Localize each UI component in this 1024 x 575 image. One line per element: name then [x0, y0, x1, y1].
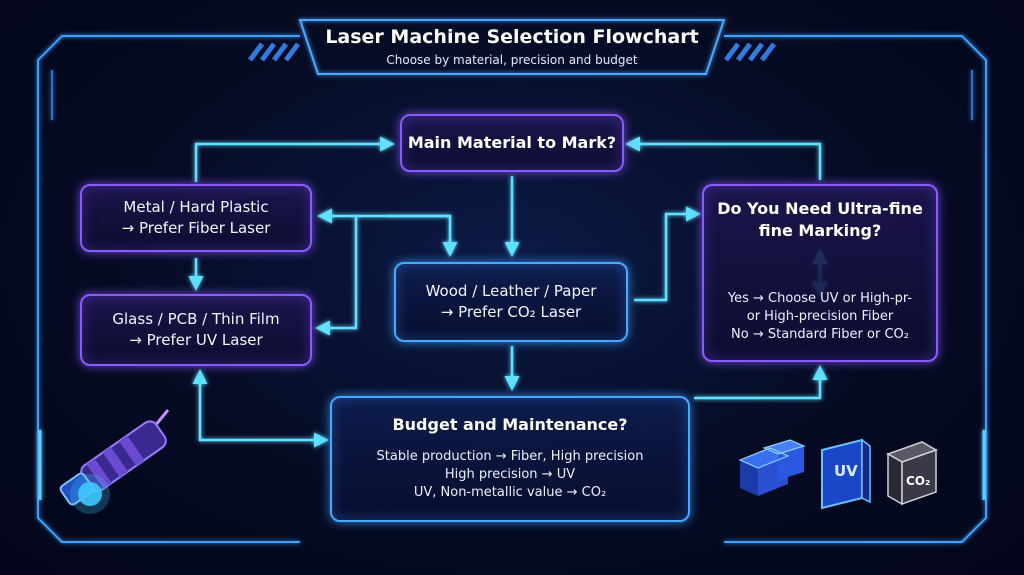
node-budget-line3: UV, Non-metallic value → CO₂	[413, 485, 607, 500]
page-title: Laser Machine Selection Flowchart	[325, 26, 699, 48]
node-wood-co2: Wood / Leather / Paper → Prefer CO₂ Lase…	[394, 262, 628, 342]
frame-top-center	[298, 19, 726, 75]
node-main-material-label: Main Material to Mark?	[407, 133, 617, 152]
frame-left	[37, 35, 300, 543]
node-glass-line1: Glass / PCB / Thin Film	[112, 310, 280, 328]
co2-module-icon	[886, 441, 938, 506]
fiber-cubes-icon	[738, 439, 806, 496]
node-wood-line2: → Prefer CO₂ Laser	[440, 303, 582, 321]
node-metal-line2: → Prefer Fiber Laser	[121, 219, 271, 237]
uv-panel-icon	[821, 438, 871, 510]
frame-right	[724, 35, 987, 543]
node-ultrafine: Do You Need Ultra-fine fine Marking? Yes…	[702, 184, 938, 362]
co2-icon-label: CO₂	[906, 474, 931, 488]
arrow-metal-to-main	[194, 136, 395, 182]
node-budget-line1: Stable production → Fiber, High precisio…	[376, 449, 644, 464]
node-ultrafine-line2: fine Marking?	[758, 221, 882, 240]
node-ultrafine-line1: Do You Need Ultra-fine	[717, 199, 923, 218]
node-budget: Budget and Maintenance? Stable productio…	[330, 396, 690, 522]
node-ultrafine-yes-line1: Yes → Choose UV or High-pr-	[727, 291, 913, 306]
node-ultrafine-no: No → Standard Fiber or CO₂	[731, 327, 909, 342]
page-subtitle: Choose by material, precision and budget	[386, 53, 638, 67]
outer-frame	[37, 19, 987, 543]
node-budget-line2: High precision → UV	[444, 467, 576, 482]
corner-stripes	[248, 42, 776, 62]
arrow-budget-to-ultrafine	[694, 365, 828, 400]
arrow-ultrafine-to-main	[625, 136, 822, 180]
node-glass-line2: → Prefer UV Laser	[129, 331, 263, 349]
node-metal-fiber: Metal / Hard Plastic → Prefer Fiber Lase…	[80, 184, 312, 252]
arrow-into-wood-from-left	[388, 214, 458, 257]
laser-head-icon	[59, 409, 170, 514]
node-ultrafine-yes-line2: or High-precision Fiber	[746, 309, 894, 324]
arrow-wood-to-ultrafine	[634, 206, 701, 302]
node-main-material: Main Material to Mark?	[400, 114, 624, 172]
node-glass-uv: Glass / PCB / Thin Film → Prefer UV Lase…	[80, 294, 312, 366]
arrow-glass-budget	[192, 369, 329, 448]
arrow-junction-to-glass	[315, 216, 358, 336]
node-metal-line1: Metal / Hard Plastic	[123, 198, 269, 216]
node-budget-title: Budget and Maintenance?	[392, 415, 628, 434]
node-wood-line1: Wood / Leather / Paper	[425, 282, 597, 300]
uv-icon-label: UV	[834, 462, 858, 480]
